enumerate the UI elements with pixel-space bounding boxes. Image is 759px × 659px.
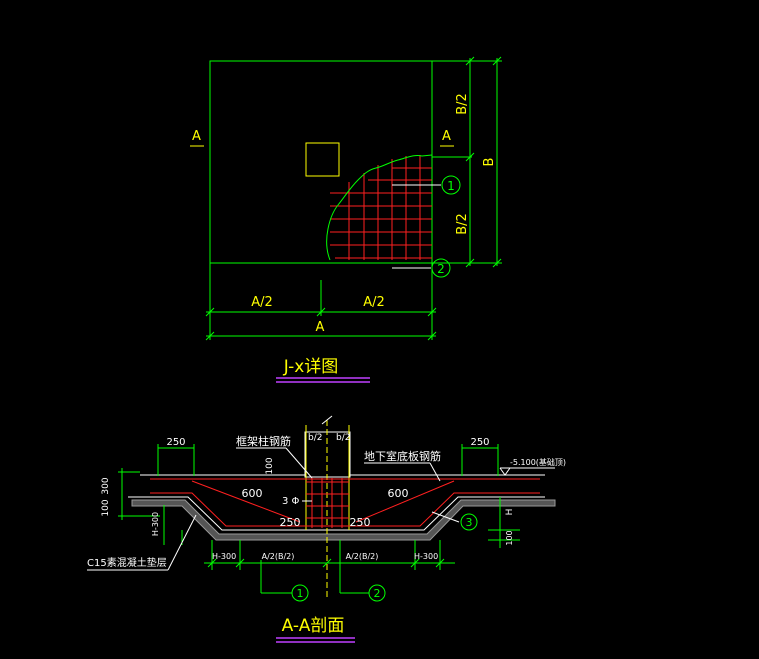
label-frame-rebar: 框架柱钢筋 [236,434,291,448]
dim-a-half-right: A/2 [363,295,385,310]
label-b2-left: b/2 [308,433,322,443]
section-title: A-A剖面 [282,616,345,636]
callout-circle-1-section [291,584,309,602]
dim-b: B [482,158,497,167]
diag-rebar-left [191,480,301,523]
dim-a: A [316,320,325,335]
section-letter-left: A [192,129,201,144]
leader-3 [431,511,460,523]
column-outline [305,142,340,177]
dim-300: 300 [101,477,111,494]
footing-profile [140,496,545,531]
plan-title: J-x详图 [283,357,339,377]
dim-250-left: 250 [166,437,185,448]
callout-circle-3 [460,513,478,531]
callout-circle-2-section [368,584,386,602]
dim-a-half-left: A/2 [251,295,273,310]
dim-600-right: 600 [388,487,409,500]
dim-250-bottom-right: 250 [350,516,371,529]
label-100-top: 100 [265,457,275,474]
label-100-right: 100 [505,530,514,545]
elevation-triangle [499,467,511,476]
elevation-label: -5.100(基础顶) [510,457,566,467]
break-line [326,154,433,261]
dimension-bottom [205,263,437,341]
callout-number-3: 3 [466,516,473,529]
label-b2-right: b/2 [336,433,350,443]
dimension-right [432,56,502,268]
label-a2b2-right: A/2(B/2) [346,552,379,561]
section-letter-right: A [442,129,451,144]
label-a2b2-left: A/2(B/2) [262,552,295,561]
dim-250-bottom-left: 250 [280,516,301,529]
dim-b-half-bottom: B/2 [455,213,470,235]
callout-number-1-section: 1 [297,587,304,600]
callout-circle-2 [431,258,451,278]
plan-view: A A B/2 B/2 B [190,56,502,383]
callout-circle-1 [441,175,461,195]
rebar-grid [330,155,432,260]
footing-outline [209,60,433,264]
c15-cushion-layer [131,499,556,541]
dim-250-right: 250 [470,437,489,448]
label-c15-cushion: C15素混凝土垫层 [87,556,167,569]
callout-number-1: 1 [447,179,455,193]
callout-number-2-section: 2 [374,587,381,600]
dim-600-left: 600 [242,487,263,500]
diag-rebar-right [355,480,455,523]
section-view: 250 250 框架柱钢筋 地下室底板钢筋 b/2 b/2 100 -5.100… [87,415,566,643]
bottom-rebar [150,492,540,527]
dim-b-half-top: B/2 [455,93,470,115]
label-h300-left-vertical: H-300 [151,512,160,536]
dim-100-left: 100 [101,499,111,516]
label-basement-rebar: 地下室底板钢筋 [364,449,441,463]
label-h-right: H [505,509,515,516]
label-3-phi: 3 Φ [282,496,300,507]
label-h300-left: H-300 [212,552,236,561]
callout-number-2: 2 [437,262,445,276]
label-h300-right: H-300 [414,552,438,561]
